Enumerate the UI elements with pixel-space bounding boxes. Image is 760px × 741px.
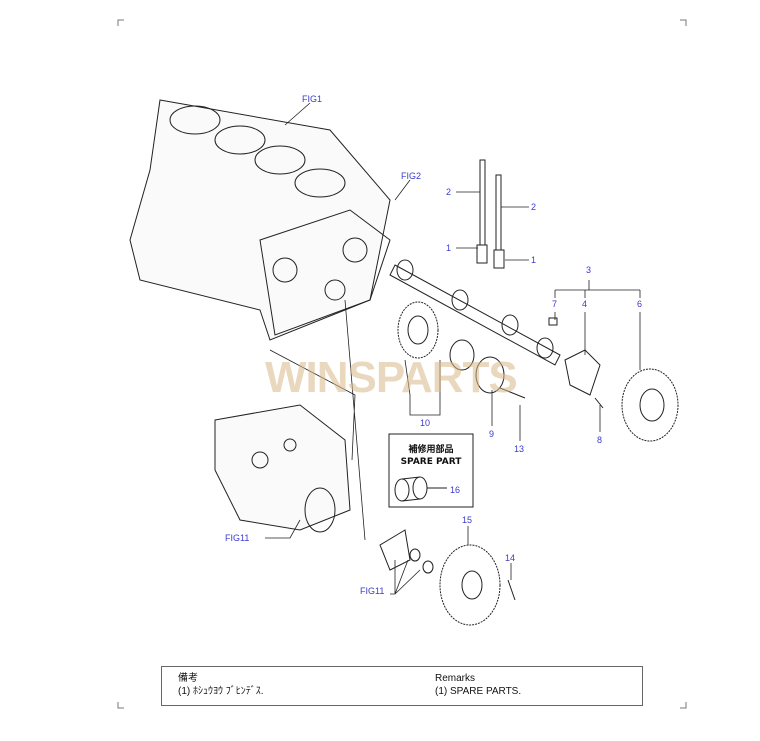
camshaft: [389, 259, 561, 366]
callout-1b: 1: [531, 255, 536, 265]
callout-6: 6: [637, 299, 642, 309]
callout-fig1[interactable]: FIG1: [302, 94, 322, 104]
callout-4: 4: [582, 299, 587, 309]
spare-title-jp: 補修用部品: [407, 443, 453, 455]
remarks-heading-jp: 備考: [178, 673, 198, 684]
spare-part-box: 補修用部品 SPARE PART: [388, 433, 474, 508]
remarks-box: 備考 (1) ﾎｼｭｳﾖｳ ﾌﾞﾋﾝﾃﾞｽ. Remarks (1) SPARE…: [161, 666, 643, 706]
remarks-heading-en: Remarks: [435, 673, 476, 684]
callout-1a: 1: [446, 243, 451, 253]
callout-9: 9: [489, 429, 494, 439]
idler-gear-assembly: [397, 301, 526, 399]
remarks-note-en: (1) SPARE PARTS.: [435, 686, 522, 697]
callout-8: 8: [597, 435, 602, 445]
bushing-part-16: [394, 476, 447, 502]
callout-15: 15: [462, 515, 472, 525]
callout-10: 10: [420, 418, 430, 428]
callout-16: 16: [450, 485, 460, 495]
push-rods: [476, 159, 505, 269]
callout-2a: 2: [446, 187, 451, 197]
callout-fig11-gear[interactable]: FIG11: [360, 586, 384, 596]
crop-marks: [117, 19, 687, 709]
callout-3: 3: [586, 265, 591, 275]
callout-14: 14: [505, 553, 515, 563]
cylinder-block: [129, 99, 391, 341]
fuel-injection-pump: [214, 404, 351, 533]
callout-13: 13: [514, 444, 524, 454]
pump-gear-assembly: [379, 529, 516, 626]
callout-2b: 2: [531, 202, 536, 212]
callout-7: 7: [552, 299, 557, 309]
cam-gear-assembly: [548, 317, 679, 442]
callout-fig2[interactable]: FIG2: [401, 171, 421, 181]
leader-lines: [265, 102, 641, 595]
spare-title-en: SPARE PART: [401, 457, 463, 467]
remarks-note-jp: (1) ﾎｼｭｳﾖｳ ﾌﾞﾋﾝﾃﾞｽ.: [178, 686, 264, 697]
callout-fig11-pump[interactable]: FIG11: [225, 533, 249, 543]
callouts: FIG1 FIG2 2 2 1 1 3 7 4 6 10 9 13 8 16 1…: [225, 94, 642, 596]
watermark: WINSPARTS: [265, 353, 517, 402]
